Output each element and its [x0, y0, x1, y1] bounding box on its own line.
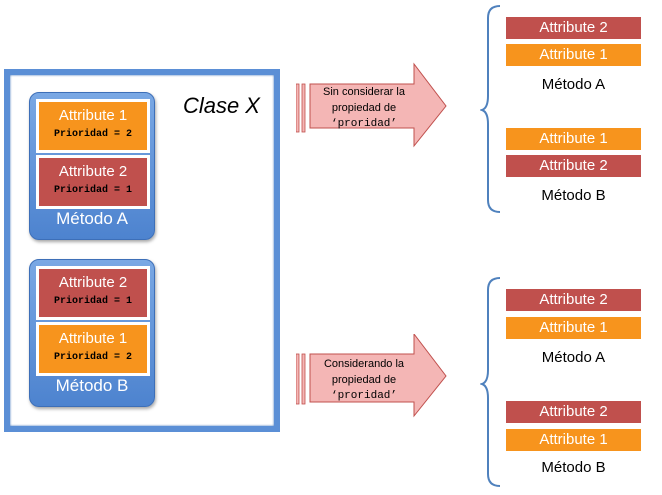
- attribute-priority: Prioridad = 2: [53, 129, 132, 140]
- result-bar: Attribute 1: [506, 429, 641, 451]
- result-method-label: Método B: [541, 459, 606, 476]
- arrow-text-line: Considerando la: [323, 358, 405, 370]
- result-bar: Attribute 2: [506, 17, 641, 39]
- result-bar: Attribute 2: [506, 289, 641, 311]
- method-b-label: Método B: [55, 376, 129, 395]
- method-b-box: Attribute 2 Prioridad = 1 Attribute 1 Pr…: [29, 259, 155, 407]
- arrow-text-line: propiedad de: [331, 102, 397, 114]
- result-method-label: Método A: [541, 76, 606, 93]
- arrow-right-icon: [295, 332, 447, 418]
- attribute-name: Attribute 1: [58, 107, 128, 124]
- arrow-right-icon: [295, 62, 447, 148]
- arrow-text: Considerando la propiedad de ‘proridad’: [312, 356, 416, 404]
- result-method-label: Método A: [541, 349, 606, 366]
- result-bar: Attribute 2: [506, 155, 641, 177]
- brace-icon: [480, 277, 501, 487]
- result-bar: Attribute 1: [506, 317, 641, 339]
- result-bar: Attribute 1: [506, 44, 641, 66]
- method-a-label: Método A: [56, 209, 128, 228]
- method-a-attribute-2-card: Attribute 2 Prioridad = 1: [36, 155, 150, 209]
- attribute-priority: Prioridad = 1: [53, 185, 132, 196]
- class-container: Clase X Attribute 1 Prioridad = 2 Attrib…: [4, 69, 280, 432]
- attribute-name: Attribute 2: [58, 163, 128, 180]
- arrow-text-line: Sin considerar la: [323, 86, 405, 98]
- arrow-text: Sin considerar la propiedad de ‘proridad…: [312, 84, 416, 132]
- result-method-label: Método B: [541, 187, 606, 204]
- method-a-box: Attribute 1 Prioridad = 2 Attribute 2 Pr…: [29, 92, 155, 240]
- method-a-attribute-1-card: Attribute 1 Prioridad = 2: [36, 99, 150, 153]
- attribute-priority: Prioridad = 2: [53, 352, 132, 363]
- attribute-name: Attribute 2: [58, 274, 128, 291]
- arrow-text-line: propiedad de: [331, 374, 397, 386]
- method-b-attribute-2-card: Attribute 2 Prioridad = 1: [36, 266, 150, 320]
- arrow-text-code: ‘proridad’: [330, 390, 397, 402]
- arrow-without-priority: Sin considerar la propiedad de ‘proridad…: [295, 62, 448, 148]
- brace-icon: [480, 5, 501, 213]
- result-bar: Attribute 2: [506, 401, 641, 423]
- result-bar: Attribute 1: [506, 128, 641, 150]
- attribute-priority: Prioridad = 1: [53, 296, 132, 307]
- class-title: Clase X: [182, 93, 260, 118]
- arrow-with-priority: Considerando la propiedad de ‘proridad’: [295, 332, 448, 420]
- attribute-name: Attribute 1: [58, 330, 128, 347]
- method-b-attribute-1-card: Attribute 1 Prioridad = 2: [36, 322, 150, 376]
- arrow-text-code: ‘proridad’: [330, 118, 397, 130]
